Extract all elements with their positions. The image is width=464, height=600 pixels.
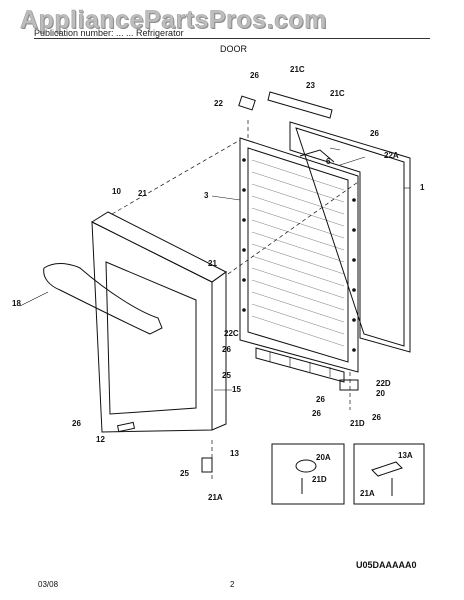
callout-1: 1 [420, 183, 425, 192]
callout-22: 22 [214, 99, 223, 108]
inset-callout-21a: 21A [360, 489, 375, 498]
callout-15: 15 [232, 385, 241, 394]
callout-26: 26 [316, 395, 325, 404]
header-rule [34, 38, 430, 39]
callout-26: 26 [72, 419, 81, 428]
callout-26: 25 [180, 469, 189, 478]
hinge-bracket-part [267, 91, 333, 119]
callout-23: 23 [306, 81, 315, 90]
callout-6: 6 [326, 157, 331, 166]
callout-22a: 22A [384, 151, 399, 160]
callout-21: 21 [138, 189, 147, 198]
callout-21d: 21D [350, 419, 365, 428]
callout-26: 26 [372, 413, 381, 422]
inset-box-left [271, 443, 345, 505]
callout-12: 12 [96, 435, 105, 444]
callout-21c: 21C [290, 65, 305, 74]
callout-21: 21 [208, 259, 217, 268]
inset-box-right [353, 443, 425, 505]
callout-18: 18 [12, 299, 21, 308]
callout-20: 20 [376, 389, 385, 398]
inset-callout-13a: 13A [398, 451, 413, 460]
footer-page-number: 2 [230, 580, 235, 589]
callout-13: 13 [230, 449, 239, 458]
callout-25: 25 [222, 371, 231, 380]
callout-26: 26 [250, 71, 259, 80]
door-handle-part [43, 263, 163, 335]
callout-26: 26 [370, 129, 379, 138]
callout-21a: 21A [208, 493, 223, 502]
publication-header: Publication number: ... ... Refrigerator [34, 28, 184, 38]
door-gasket-part [289, 121, 411, 353]
callout-10: 10 [112, 187, 121, 196]
door-liner-part [239, 137, 359, 373]
callout-22d: 22D [376, 379, 391, 388]
inset-callout-20a: 20A [316, 453, 331, 462]
footer-date: 03/08 [38, 580, 59, 589]
section-title: DOOR [220, 44, 247, 54]
diagram-code: U05DAAAAA0 [356, 560, 417, 570]
callout-26: 26 [312, 409, 321, 418]
inset-callout-21d: 21D [312, 475, 327, 484]
callout-21c: 21C [330, 89, 345, 98]
callout-3: 3 [204, 191, 209, 200]
callout-22c: 22C [224, 329, 239, 338]
callout-26: 26 [222, 345, 231, 354]
watermark-logo: AppliancePartsPros.com [20, 6, 327, 35]
